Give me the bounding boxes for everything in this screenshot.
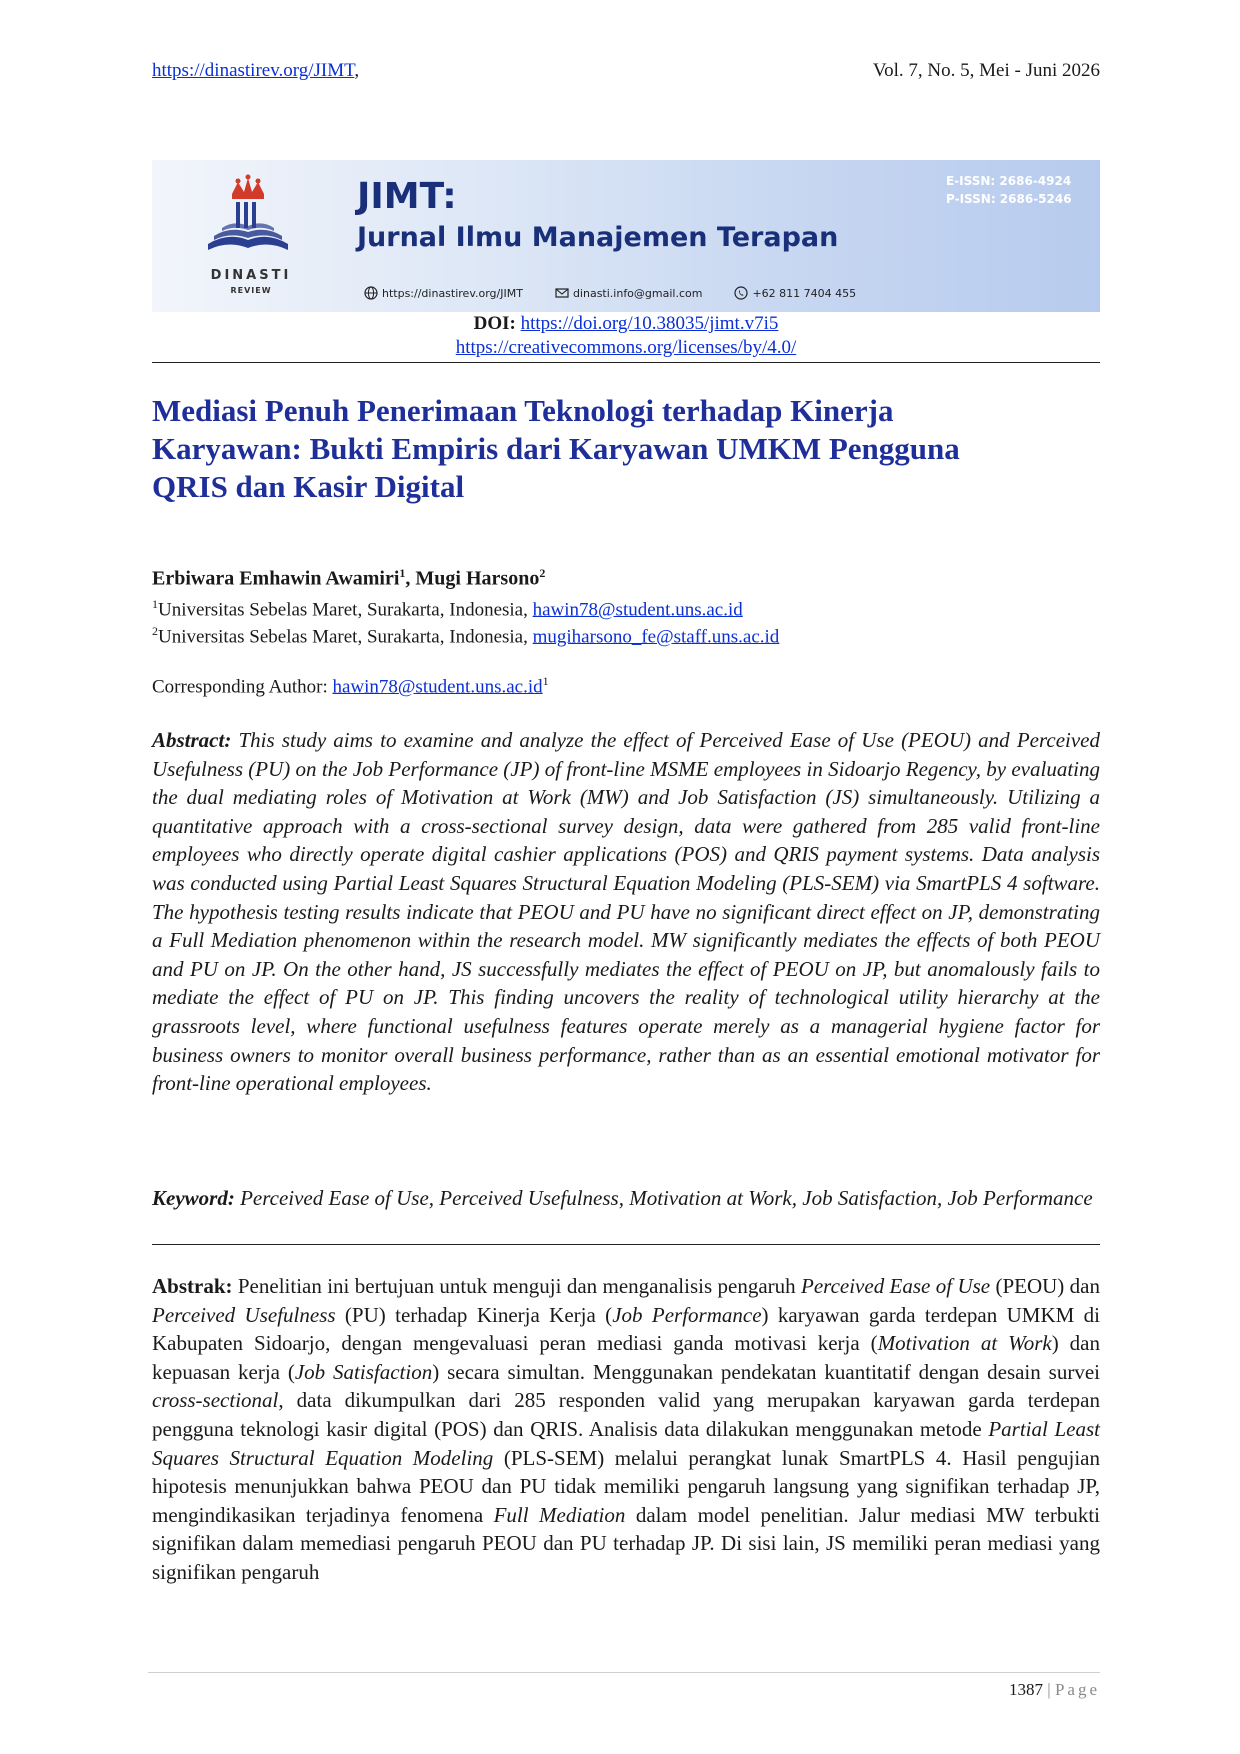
corresponding-sup: 1 xyxy=(542,674,549,688)
doi-link[interactable]: https://doi.org/10.38035/jimt.v7i5 xyxy=(520,313,779,334)
banner-website-text: https://dinastirev.org/JIMT xyxy=(382,286,523,300)
abstrak-term-7: Partial Least Squares Structural Equatio… xyxy=(152,1416,1100,1470)
banner-logo-sub: REVIEW xyxy=(230,286,272,295)
doi-label: DOI: xyxy=(473,313,516,334)
banner-issn: E-ISSN: 2686-4924 P-ISSN: 2686-5246 xyxy=(946,172,1086,208)
title-line-3: QRIS dan Kasir Digital xyxy=(152,469,465,504)
header-volume: Vol. 7, No. 5, Mei - Juni 2026 xyxy=(872,60,1100,81)
affiliation-1-text: Universitas Sebelas Maret, Surakarta, In… xyxy=(158,599,533,621)
author-2-sup: 2 xyxy=(539,566,546,580)
affiliation-1-sup: 1 xyxy=(152,597,158,611)
abstrak-text-2: (PEOU) dan xyxy=(990,1274,1100,1298)
abstrak-term-3: Job Performance xyxy=(612,1302,762,1327)
paper-title: Mediasi Penuh Penerimaan Teknologi terha… xyxy=(152,392,1100,506)
dinasti-logo-icon xyxy=(208,174,288,250)
corresponding-label: Corresponding Author: xyxy=(152,676,333,698)
page-label: Page xyxy=(1054,1680,1100,1699)
doi-block: DOI: https://doi.org/10.38035/jimt.v7i5 … xyxy=(152,312,1100,360)
keyword-label: Keyword: xyxy=(152,1186,235,1210)
abstrak-term-5: Job Satisfaction xyxy=(294,1359,433,1384)
keywords: Keyword: Perceived Ease of Use, Perceive… xyxy=(152,1184,1100,1212)
running-header: https://dinastirev.org/JIMT, Vol. 7, No.… xyxy=(152,60,1100,86)
abstract-en: Abstract: This study aims to examine and… xyxy=(152,726,1100,1098)
header-url-suffix: , xyxy=(354,60,360,81)
page-number: 1387 xyxy=(1009,1680,1044,1699)
banner-pissn: P-ISSN: 2686-5246 xyxy=(946,192,1072,206)
title-line-2: Karyawan: Bukti Empiris dari Karyawan UM… xyxy=(152,431,960,466)
corresponding-author: Corresponding Author: hawin78@student.un… xyxy=(152,674,549,698)
abstrak-term-4: Motivation at Work xyxy=(877,1331,1052,1356)
banner-logo-name: DINASTI xyxy=(210,268,292,283)
abstrak-text-3: (PU) terhadap Kinerja Kerja ( xyxy=(335,1302,613,1327)
footer-separator: | xyxy=(1043,1680,1055,1699)
license-line: https://creativecommons.org/licenses/by/… xyxy=(152,336,1100,360)
banner-email-text: dinasti.info@gmail.com xyxy=(572,286,703,300)
author-sep: , xyxy=(405,567,416,590)
affiliation-2: 2Universitas Sebelas Maret, Surakarta, I… xyxy=(152,624,1100,648)
license-link[interactable]: https://creativecommons.org/licenses/by/… xyxy=(455,337,797,358)
author-1-sup: 1 xyxy=(399,566,406,580)
abstrak-term-8: Full Mediation xyxy=(493,1502,626,1527)
keywords-divider xyxy=(152,1244,1100,1245)
banner-eissn: E-ISSN: 2686-4924 xyxy=(946,174,1072,188)
abstrak-text-8: (PLS-SEM) melalui perangkat lunak SmartP… xyxy=(152,1445,1100,1527)
globe-icon xyxy=(364,286,378,300)
abstrak-term-1: Perceived Ease of Use xyxy=(801,1274,991,1298)
author-1: Erbiwara Emhawin Awamiri xyxy=(152,567,400,590)
doi-line: DOI: https://doi.org/10.38035/jimt.v7i5 xyxy=(152,312,1100,336)
header-url: https://dinastirev.org/JIMT, xyxy=(152,60,359,82)
footer-divider xyxy=(148,1672,1100,1673)
whatsapp-icon xyxy=(734,286,749,300)
abstrak-text-1: Penelitian ini bertujuan untuk menguji d… xyxy=(232,1274,802,1298)
abstrak-text-6: ) secara simultan. Menggunakan pendekata… xyxy=(432,1359,1100,1384)
keyword-text: Perceived Ease of Use, Perceived Usefuln… xyxy=(234,1186,1093,1210)
page-footer: 1387 | Page xyxy=(1009,1680,1100,1700)
journal-banner: DINASTI REVIEW JIMT: Jurnal Ilmu Manajem… xyxy=(152,160,1100,312)
affiliation-2-sup: 2 xyxy=(152,624,158,638)
abstrak-text-7: , data dikumpulkan dari 285 responden va… xyxy=(152,1388,1100,1441)
title-line-1: Mediasi Penuh Penerimaan Teknologi terha… xyxy=(152,393,894,428)
banner-phone[interactable]: +62 811 7404 455 xyxy=(734,286,856,300)
author-list: Erbiwara Emhawin Awamiri1, Mugi Harsono2 xyxy=(152,566,545,591)
banner-website[interactable]: https://dinastirev.org/JIMT xyxy=(364,286,523,300)
banner-contacts: https://dinastirev.org/JIMT dinasti.info… xyxy=(364,286,856,300)
abstrak-label: Abstrak: xyxy=(152,1274,233,1298)
abstrak-text-5: ) dan kepuasan kerja ( xyxy=(152,1331,1100,1384)
abstract-label: Abstract: xyxy=(152,728,232,752)
affiliation-2-email[interactable]: mugiharsono_fe@staff.uns.ac.id xyxy=(532,626,780,648)
abstrak-term-6: cross-sectional xyxy=(152,1388,279,1413)
banner-journal-name: Jurnal Ilmu Manajemen Terapan xyxy=(357,222,839,253)
banner-email[interactable]: dinasti.info@gmail.com xyxy=(555,286,703,300)
mail-icon xyxy=(555,288,569,298)
abstract-text: This study aims to examine and analyze t… xyxy=(152,728,1100,1096)
abstrak-term-2: Perceived Usefulness xyxy=(152,1302,336,1327)
banner-phone-text: +62 811 7404 455 xyxy=(752,286,857,300)
corresponding-email[interactable]: hawin78@student.uns.ac.id xyxy=(332,676,543,698)
header-url-link[interactable]: https://dinastirev.org/JIMT xyxy=(152,60,355,81)
affiliation-1-email[interactable]: hawin78@student.uns.ac.id xyxy=(532,599,743,621)
header-divider xyxy=(152,362,1100,363)
banner-short-title: JIMT: xyxy=(357,176,457,217)
affiliation-2-text: Universitas Sebelas Maret, Surakarta, In… xyxy=(158,626,533,648)
abstract-id: Abstrak: Penelitian ini bertujuan untuk … xyxy=(152,1272,1100,1587)
affiliation-1: 1Universitas Sebelas Maret, Surakarta, I… xyxy=(152,597,1100,621)
author-2: Mugi Harsono xyxy=(415,567,540,590)
abstrak-text-4: ) karyawan garda terdepan UMKM di Kabupa… xyxy=(152,1302,1100,1356)
abstrak-text-9: dalam model penelitian. Jalur mediasi MW… xyxy=(152,1502,1100,1584)
